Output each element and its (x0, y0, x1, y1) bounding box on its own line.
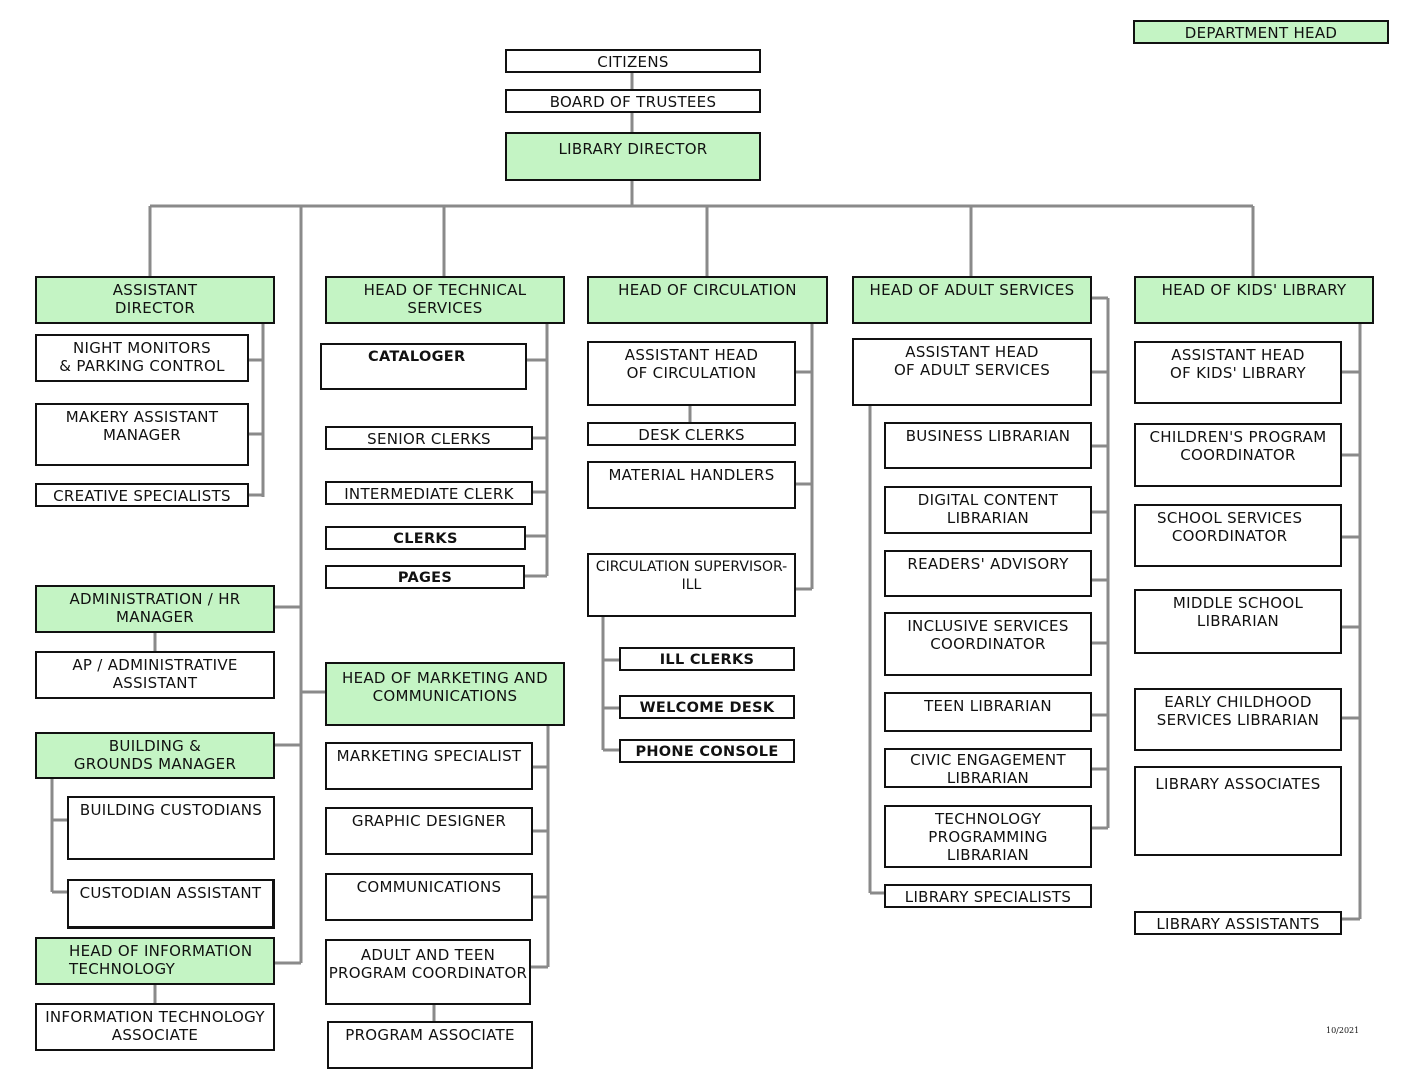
digital-content-librarian-box: DIGITAL CONTENT LIBRARIAN (884, 486, 1092, 534)
custodian-assistant-box: CUSTODIAN ASSISTANT (67, 879, 275, 929)
head-of-marketing-box: HEAD OF MARKETING AND COMMUNICATIONS (325, 662, 565, 726)
ill-clerks-box: ILL CLERKS (619, 647, 795, 671)
assistant-director-box: ASSISTANT DIRECTOR (35, 276, 275, 324)
makery-assistant-manager-box: MAKERY ASSISTANT MANAGER (35, 403, 249, 466)
technology-programming-librarian-box: TECHNOLOGY PROGRAMMING LIBRARIAN (884, 805, 1092, 868)
it-associate-box: INFORMATION TECHNOLOGY ASSOCIATE (35, 1003, 275, 1051)
library-director-box: LIBRARY DIRECTOR (505, 132, 761, 181)
library-associates-box: LIBRARY ASSOCIATES (1134, 766, 1342, 856)
head-of-it-box: HEAD OF INFORMATION TECHNOLOGY (35, 937, 275, 985)
administration-hr-manager-box: ADMINISTRATION / HR MANAGER (35, 585, 275, 633)
cataloger-box: CATALOGER (320, 343, 527, 390)
pages-box: PAGES (325, 565, 525, 589)
communications-box: COMMUNICATIONS (325, 873, 533, 921)
board-of-trustees-box: BOARD OF TRUSTEES (505, 89, 761, 113)
middle-school-librarian-box: MIDDLE SCHOOL LIBRARIAN (1134, 589, 1342, 654)
assistant-head-adult-services-box: ASSISTANT HEAD OF ADULT SERVICES (852, 338, 1092, 406)
revision-date: 10/2021 (1326, 1026, 1360, 1035)
civic-engagement-librarian-box: CIVIC ENGAGEMENT LIBRARIAN (884, 748, 1092, 788)
head-of-adult-services-box: HEAD OF ADULT SERVICES (852, 276, 1092, 324)
citizens-box: CITIZENS (505, 49, 761, 73)
senior-clerks-box: SENIOR CLERKS (325, 426, 533, 450)
assistant-head-kids-library-box: ASSISTANT HEAD OF KIDS' LIBRARY (1134, 341, 1342, 404)
library-assistants-box: LIBRARY ASSISTANTS (1134, 911, 1342, 935)
marketing-specialist-box: MARKETING SPECIALIST (325, 742, 533, 790)
welcome-desk-box: WELCOME DESK (619, 695, 795, 719)
program-coordinator-box: ADULT AND TEEN PROGRAM COORDINATOR (325, 939, 531, 1005)
ap-administrative-assistant-box: AP / ADMINISTRATIVE ASSISTANT (35, 651, 275, 699)
building-custodians-box: BUILDING CUSTODIANS (67, 796, 275, 860)
night-monitors-box: NIGHT MONITORS & PARKING CONTROL (35, 334, 249, 382)
inclusive-services-box: INCLUSIVE SERVICES COORDINATOR (884, 612, 1092, 676)
head-of-circulation-box: HEAD OF CIRCULATION (587, 276, 828, 324)
school-services-coordinator-box: SCHOOL SERVICES COORDINATOR (1134, 504, 1342, 567)
readers-advisory-box: READERS' ADVISORY (884, 550, 1092, 597)
creative-specialists-box: CREATIVE SPECIALISTS (35, 483, 249, 507)
childrens-program-coordinator-box: CHILDREN'S PROGRAM COORDINATOR (1134, 423, 1342, 487)
desk-clerks-box: DESK CLERKS (587, 422, 796, 446)
early-childhood-librarian-box: EARLY CHILDHOOD SERVICES LIBRARIAN (1134, 688, 1342, 751)
legend-department-head: DEPARTMENT HEAD (1133, 20, 1389, 44)
phone-console-box: PHONE CONSOLE (619, 739, 795, 763)
program-associate-box: PROGRAM ASSOCIATE (327, 1021, 533, 1069)
head-of-kids-library-box: HEAD OF KIDS' LIBRARY (1134, 276, 1374, 324)
material-handlers-box: MATERIAL HANDLERS (587, 461, 796, 509)
business-librarian-box: BUSINESS LIBRARIAN (884, 422, 1092, 469)
intermediate-clerk-box: INTERMEDIATE CLERK (325, 481, 533, 505)
building-grounds-manager-box: BUILDING & GROUNDS MANAGER (35, 732, 275, 779)
circulation-supervisor-ill-box: CIRCULATION SUPERVISOR- ILL (587, 553, 796, 617)
head-of-technical-services-box: HEAD OF TECHNICAL SERVICES (325, 276, 565, 324)
library-specialists-box: LIBRARY SPECIALISTS (884, 884, 1092, 908)
assistant-head-circulation-box: ASSISTANT HEAD OF CIRCULATION (587, 341, 796, 406)
graphic-designer-box: GRAPHIC DESIGNER (325, 807, 533, 855)
teen-librarian-box: TEEN LIBRARIAN (884, 692, 1092, 732)
clerks-box: CLERKS (325, 526, 526, 550)
